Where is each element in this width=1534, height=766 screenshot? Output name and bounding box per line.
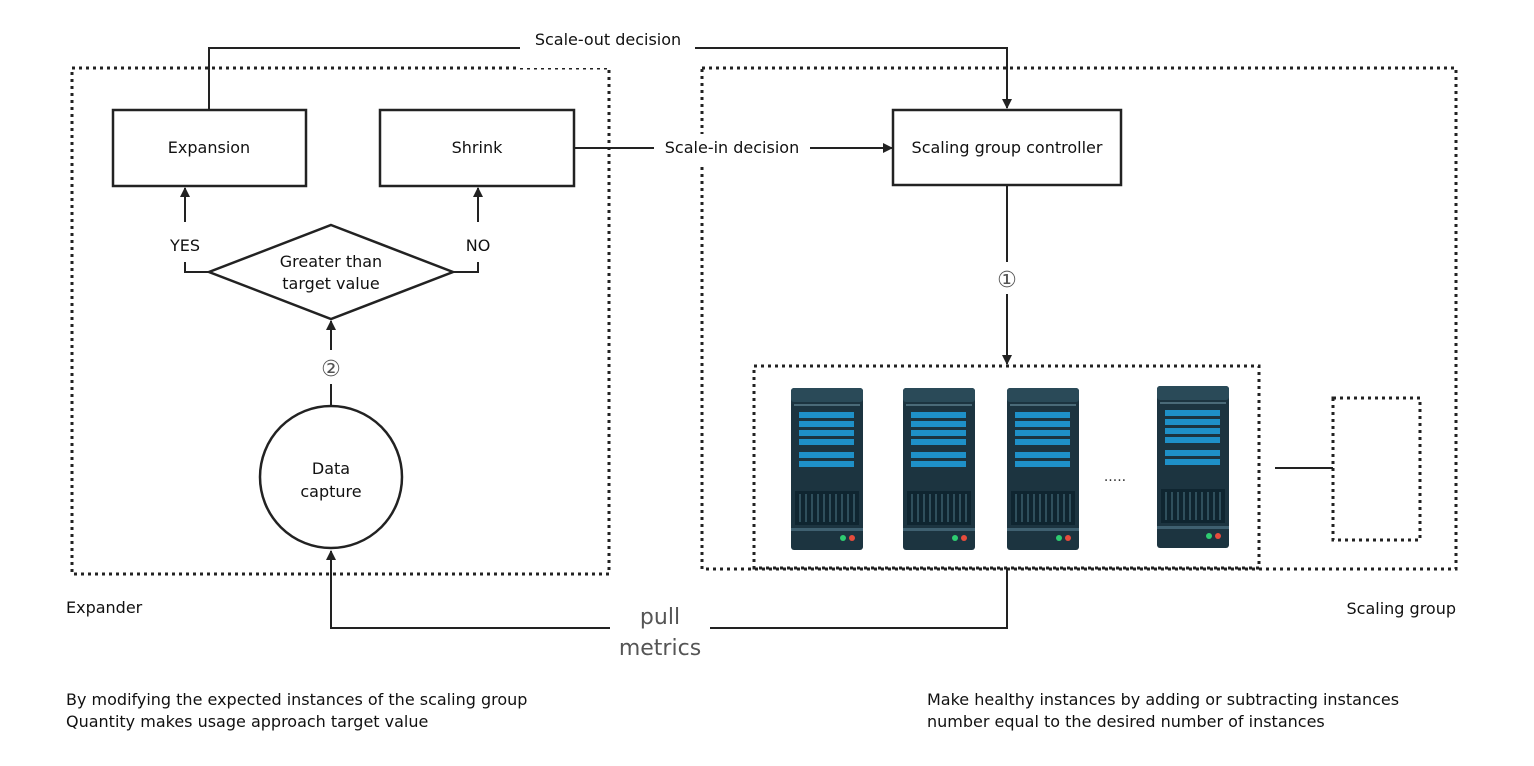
expansion-box [111,108,308,188]
controller-box [891,108,1123,187]
decision-label-line1: Greater than [280,252,382,271]
no-arrow [453,262,479,273]
data-capture-line2: capture [300,482,361,501]
data-capture-circle [258,404,404,550]
controller-label: Scaling group controller [912,138,1103,157]
metrics-label: metrics [619,636,701,661]
expansion-label: Expansion [168,138,250,157]
left-caption: By modifying the expected instances of t… [66,689,527,733]
left-caption-line2: Quantity makes usage approach target val… [66,712,429,731]
server-icon [1007,388,1079,550]
server-icon [1157,386,1229,548]
pending-instance-box [1331,396,1422,542]
expander-title: Expander [66,598,143,617]
scaling-group-region [700,66,1458,571]
step-1-marker: ① [997,268,1017,293]
expander-region [70,66,611,576]
pull-label: pull [640,605,680,630]
no-label: NO [466,236,491,255]
step-2-marker: ② [321,357,341,382]
shrink-label: Shrink [452,138,503,157]
shrink-box [378,108,576,188]
ellipsis-label: ..... [1104,469,1126,485]
scaling-group-title: Scaling group [1347,599,1457,618]
data-capture-line1: Data [312,459,350,478]
scale-in-label: Scale-in decision [665,138,799,157]
server-icon [903,388,975,550]
decision-diamond [205,223,457,321]
left-caption-line1: By modifying the expected instances of t… [66,690,528,709]
decision-label-line2: target value [282,274,379,293]
yes-arrow [184,262,209,273]
yes-label: YES [169,236,200,255]
server-icon [791,388,863,550]
right-caption: Make healthy instances by adding or subt… [927,689,1399,733]
right-caption-line2: number equal to the desired number of in… [927,712,1325,731]
scale-out-label: Scale-out decision [535,30,681,49]
right-caption-line1: Make healthy instances by adding or subt… [927,690,1400,709]
